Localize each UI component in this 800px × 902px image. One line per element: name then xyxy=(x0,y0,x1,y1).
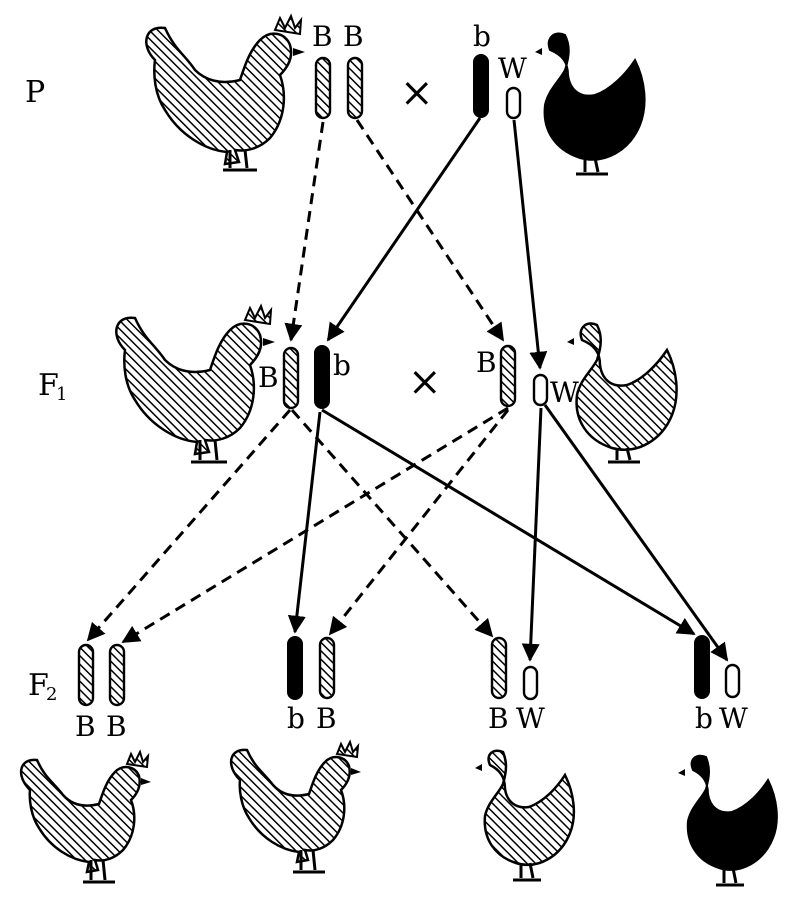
arrow-f1-male-b-to-f2-3 xyxy=(290,409,494,638)
arrow-f1-female-w-to-f2-4 xyxy=(543,404,729,662)
arrow-p-female-w-to-f1-female xyxy=(512,119,548,370)
chromosome-w xyxy=(522,665,539,701)
barred-rooster-icon xyxy=(229,739,361,874)
chromosome-z-barred xyxy=(346,56,364,120)
allele-label: b xyxy=(695,702,713,735)
arrow-f1-male-lb-to-f2-4 xyxy=(321,408,696,636)
allele-label: B xyxy=(343,20,364,53)
allele-label: W xyxy=(516,702,545,735)
chromosome-z-nonbarred xyxy=(473,54,489,118)
chromosome-z-nonbarred xyxy=(287,636,303,700)
allele-label: B xyxy=(316,702,337,735)
arrow-p-female-z-to-f1-male xyxy=(326,117,482,342)
chromosome-z-nonbarred xyxy=(314,345,330,409)
barred-hen-icon xyxy=(475,749,576,882)
barred-rooster-icon xyxy=(19,749,151,884)
barred-rooster-icon xyxy=(145,13,305,172)
allele-label: B xyxy=(488,702,509,735)
arrow-f1-male-lb-to-f2-2 xyxy=(287,411,322,634)
f1-female-chromosomes: B W xyxy=(476,344,579,409)
black-hen-icon xyxy=(678,754,778,887)
chromosome-z-barred xyxy=(318,636,336,700)
cross-symbol-p: × xyxy=(400,70,434,116)
f1-male-chromosomes: B b xyxy=(258,345,351,410)
svg-text:2: 2 xyxy=(46,684,57,705)
allele-label: b xyxy=(333,349,351,382)
chromosome-z-nonbarred xyxy=(694,635,710,699)
chromosome-z-barred xyxy=(282,346,300,410)
allele-label: b xyxy=(287,702,305,735)
chromosome-z-barred xyxy=(314,56,332,120)
generation-label-p: P xyxy=(25,75,45,110)
allele-label: W xyxy=(719,702,748,735)
chromosome-w xyxy=(724,663,741,699)
f2-offspring-3-chromosomes: B W xyxy=(488,636,545,735)
chromosome-z-barred xyxy=(499,344,517,408)
chromosome-w xyxy=(532,373,549,407)
chromosome-z-barred xyxy=(77,643,95,707)
allele-label: B xyxy=(476,346,497,379)
generation-label-f2: F 2 xyxy=(28,668,57,705)
f2-offspring-1-chromosomes: B B xyxy=(75,643,127,743)
inheritance-arrows xyxy=(86,117,729,662)
allele-label: b xyxy=(473,20,491,53)
barred-rooster-icon xyxy=(115,303,275,464)
arrow-p-male-to-f1-female xyxy=(355,119,505,342)
arrow-f1-female-b-to-f2-1 xyxy=(121,406,509,644)
arrow-f1-female-b-to-f2-2 xyxy=(328,409,510,636)
chromosome-z-barred xyxy=(490,636,508,700)
chromosome-w xyxy=(505,86,522,120)
svg-text:F: F xyxy=(38,368,59,403)
arrow-f1-male-b-to-f2-1 xyxy=(86,409,292,642)
allele-label: B xyxy=(106,710,127,743)
arrow-p-male-to-f1-male xyxy=(284,121,325,342)
generation-label-f1: F 1 xyxy=(38,368,67,405)
svg-text:F: F xyxy=(28,668,49,703)
allele-label: B xyxy=(312,20,333,53)
allele-label: B xyxy=(258,361,279,394)
p-female-chromosomes: b W xyxy=(473,20,527,120)
p-male-chromosomes: B B xyxy=(312,20,364,120)
arrow-f1-female-w-to-f2-3 xyxy=(521,407,543,662)
allele-label: B xyxy=(75,710,96,743)
barred-hen-icon xyxy=(567,322,678,464)
black-hen-icon xyxy=(535,32,646,176)
f2-offspring-2-chromosomes: b B xyxy=(287,636,337,735)
allele-label: W xyxy=(498,52,527,85)
allele-label: W xyxy=(550,376,579,409)
chromosome-z-barred xyxy=(108,643,126,707)
f2-offspring-4-chromosomes: b W xyxy=(694,635,748,735)
svg-text:1: 1 xyxy=(56,384,67,405)
cross-symbol-f1: × xyxy=(408,359,442,405)
